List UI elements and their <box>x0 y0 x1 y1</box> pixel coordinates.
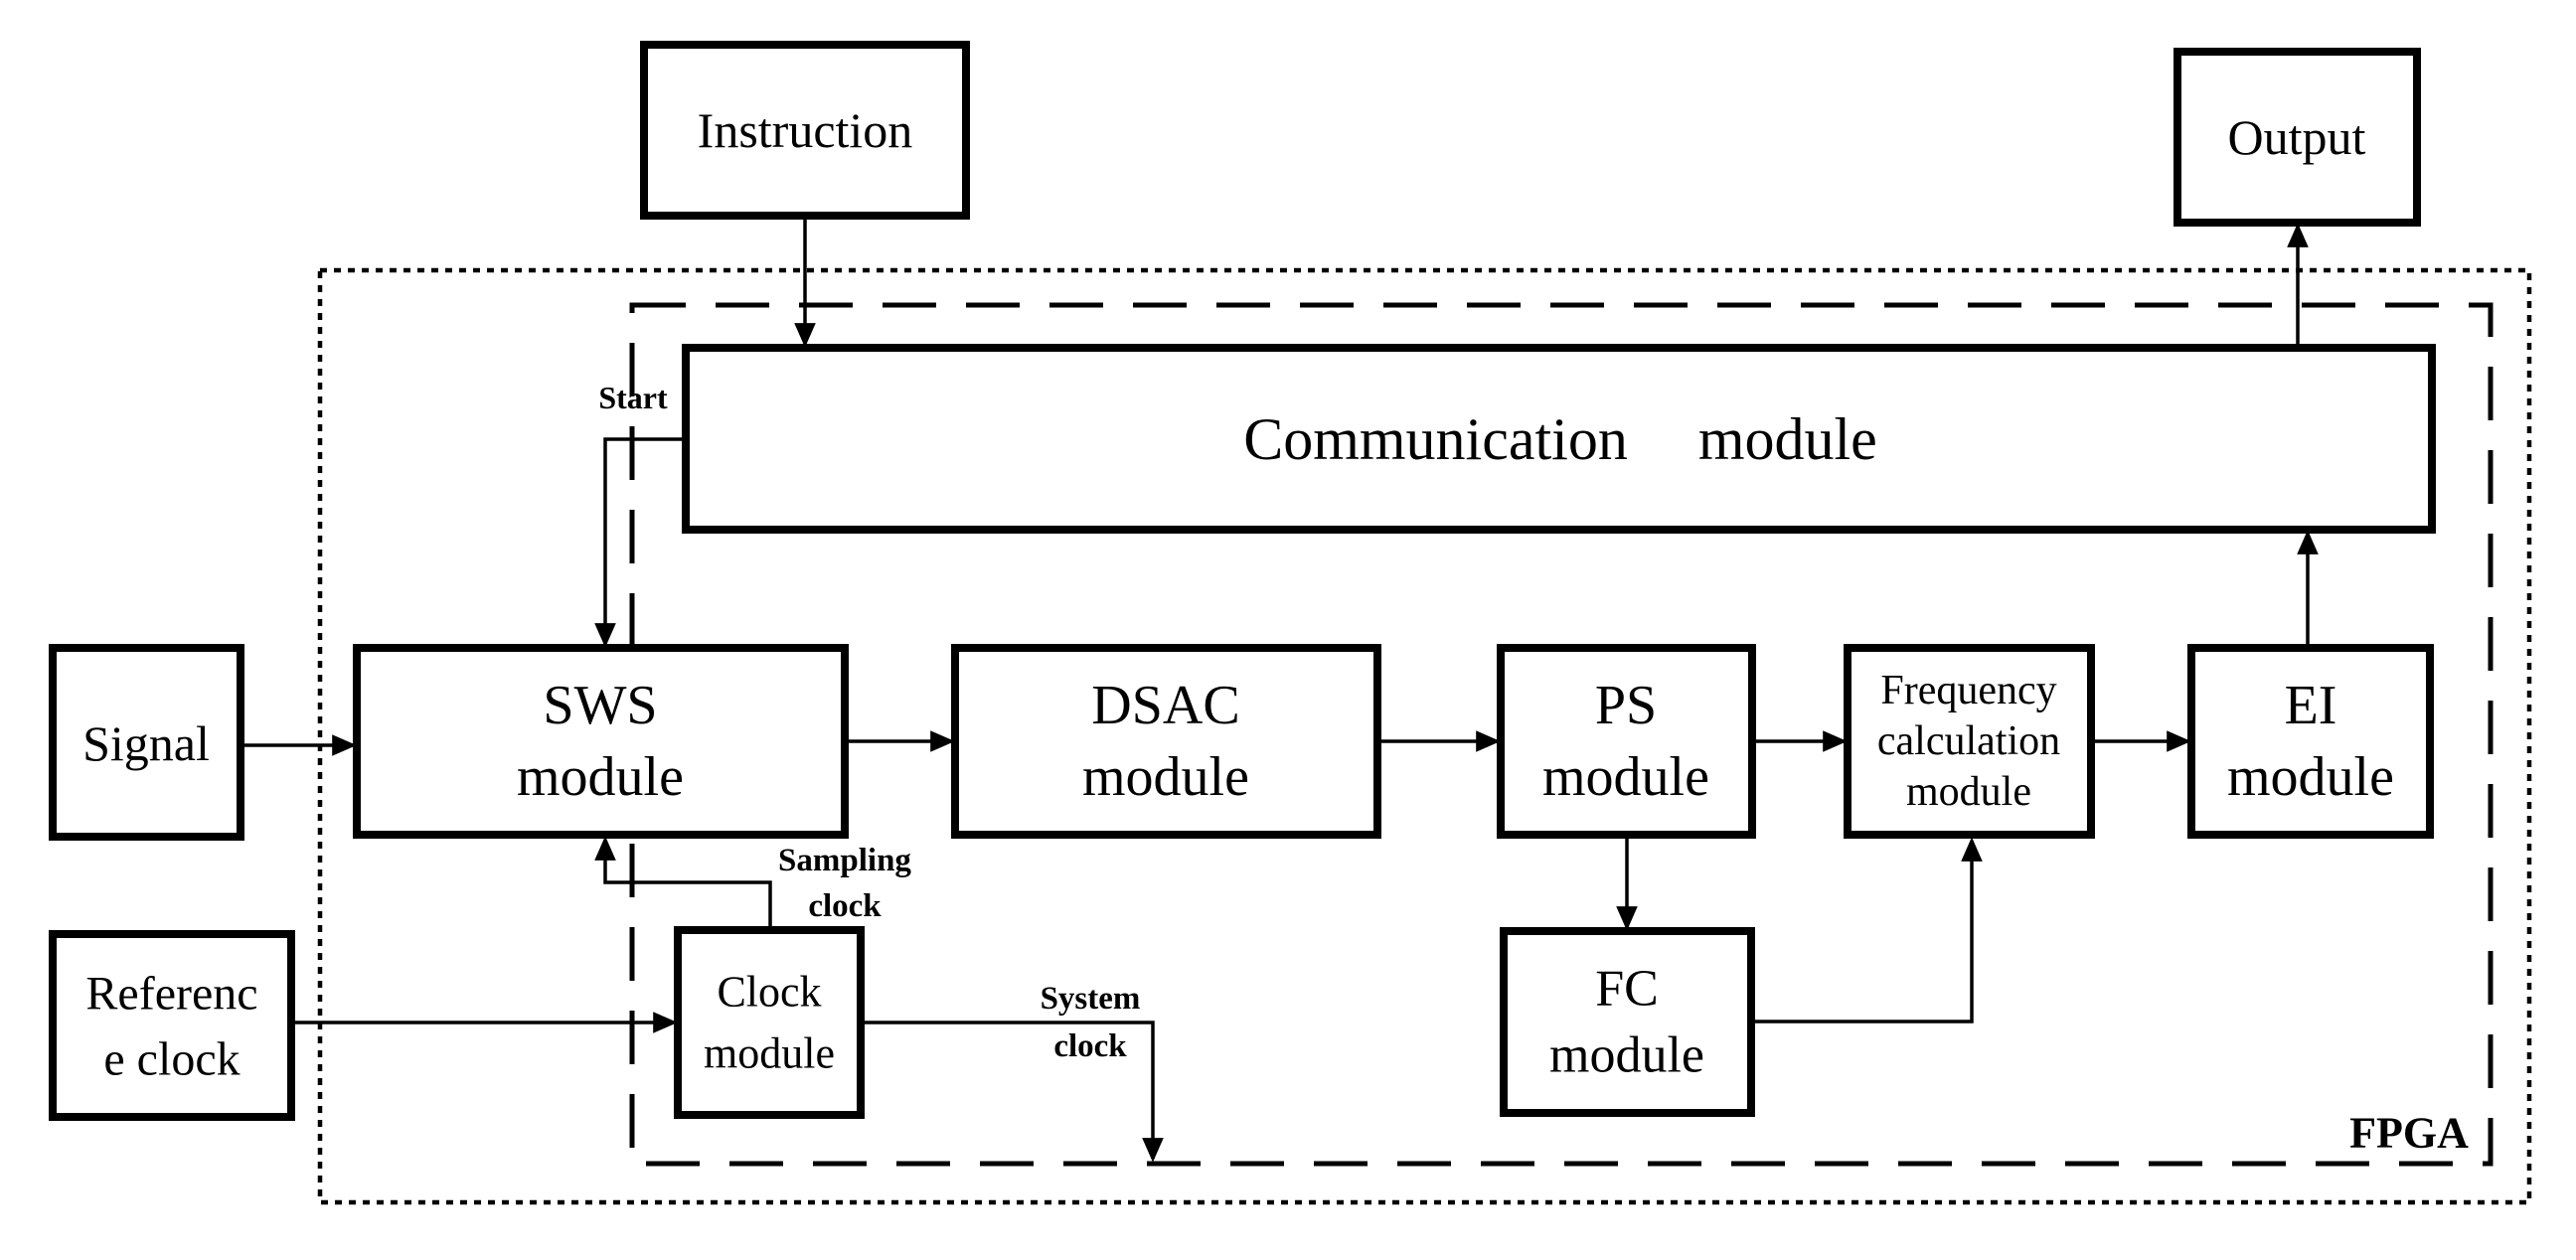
signal-block: Signal <box>49 644 244 841</box>
ps-module-label-line2: module <box>1542 746 1709 808</box>
frequency-calculation-module-box <box>1844 644 2095 839</box>
frequency-calculation-label-line3: module <box>1906 769 2031 815</box>
dsac-module-label-line1: DSAC <box>1091 675 1239 736</box>
sws-module-label-line1: SWS <box>543 675 657 736</box>
ei-module-block: EI module <box>2187 644 2434 839</box>
ps-module-block: PS module <box>1497 644 1756 839</box>
fpga-boundary-label: FPGA <box>2349 1109 2469 1158</box>
sampling-clock-label-line1: Sampling <box>778 843 911 878</box>
fc-module-label-line2: module <box>1549 1027 1704 1084</box>
sws-module-block: SWS module <box>353 644 849 839</box>
arrow-start-communication-to-sws <box>594 437 683 648</box>
output-label: Output <box>2228 109 2366 165</box>
reference-clock-label-line2: e clock <box>103 1033 240 1086</box>
reference-clock-label-line1: Referenc <box>85 968 257 1021</box>
dsac-module-label-line2: module <box>1082 746 1249 808</box>
output-block: Output <box>2174 48 2421 227</box>
outer-dotted-boundary <box>317 267 2532 1205</box>
ei-module-label-line2: module <box>2227 746 2394 808</box>
instruction-label: Instruction <box>698 102 913 158</box>
clock-module-block: Clock module <box>674 926 865 1119</box>
fpga-dashed-boundary <box>629 302 2494 1167</box>
clock-module-box <box>674 926 865 1119</box>
sws-module-label-line2: module <box>517 746 684 808</box>
frequency-calculation-label-line2: calculation <box>1877 718 2060 764</box>
fc-module-block: FC module <box>1500 927 1755 1117</box>
dsac-module-block: DSAC module <box>951 644 1381 839</box>
dsac-module-box <box>951 644 1381 839</box>
arrow-clock-system-clock-out <box>865 1021 1164 1163</box>
ei-module-box <box>2187 644 2434 839</box>
start-signal-label: Start <box>598 380 668 415</box>
sampling-clock-label-line2: clock <box>808 888 882 924</box>
system-clock-label-line1: System <box>1041 981 1141 1017</box>
fc-module-box <box>1500 927 1755 1117</box>
reference-clock-box <box>49 930 295 1121</box>
communication-module-label: Communication module <box>1243 406 1877 472</box>
frequency-calculation-module-block: Frequency calculation module <box>1844 644 2095 839</box>
instruction-box <box>640 41 970 220</box>
output-box <box>2174 48 2421 227</box>
signal-label: Signal <box>82 715 210 771</box>
signal-box <box>49 644 244 841</box>
communication-module-box <box>682 344 2436 534</box>
sws-module-box <box>353 644 849 839</box>
reference-clock-block: Referenc e clock <box>49 930 295 1121</box>
ei-module-label-line1: EI <box>2285 675 2337 736</box>
arrow-fc-to-frequency-calculation <box>1755 837 1983 1024</box>
system-clock-label-line2: clock <box>1053 1028 1127 1064</box>
frequency-calculation-label-line1: Frequency <box>1880 668 2056 713</box>
arrow-clock-sampling-to-sws <box>594 836 772 926</box>
ps-module-label-line1: PS <box>1595 675 1657 736</box>
ps-module-box <box>1497 644 1756 839</box>
clock-module-label-line1: Clock <box>717 968 821 1017</box>
fc-module-label-line1: FC <box>1595 961 1659 1018</box>
clock-module-label-line2: module <box>704 1029 835 1078</box>
instruction-block: Instruction <box>640 41 970 220</box>
communication-module-block: Communication module <box>682 344 2436 534</box>
